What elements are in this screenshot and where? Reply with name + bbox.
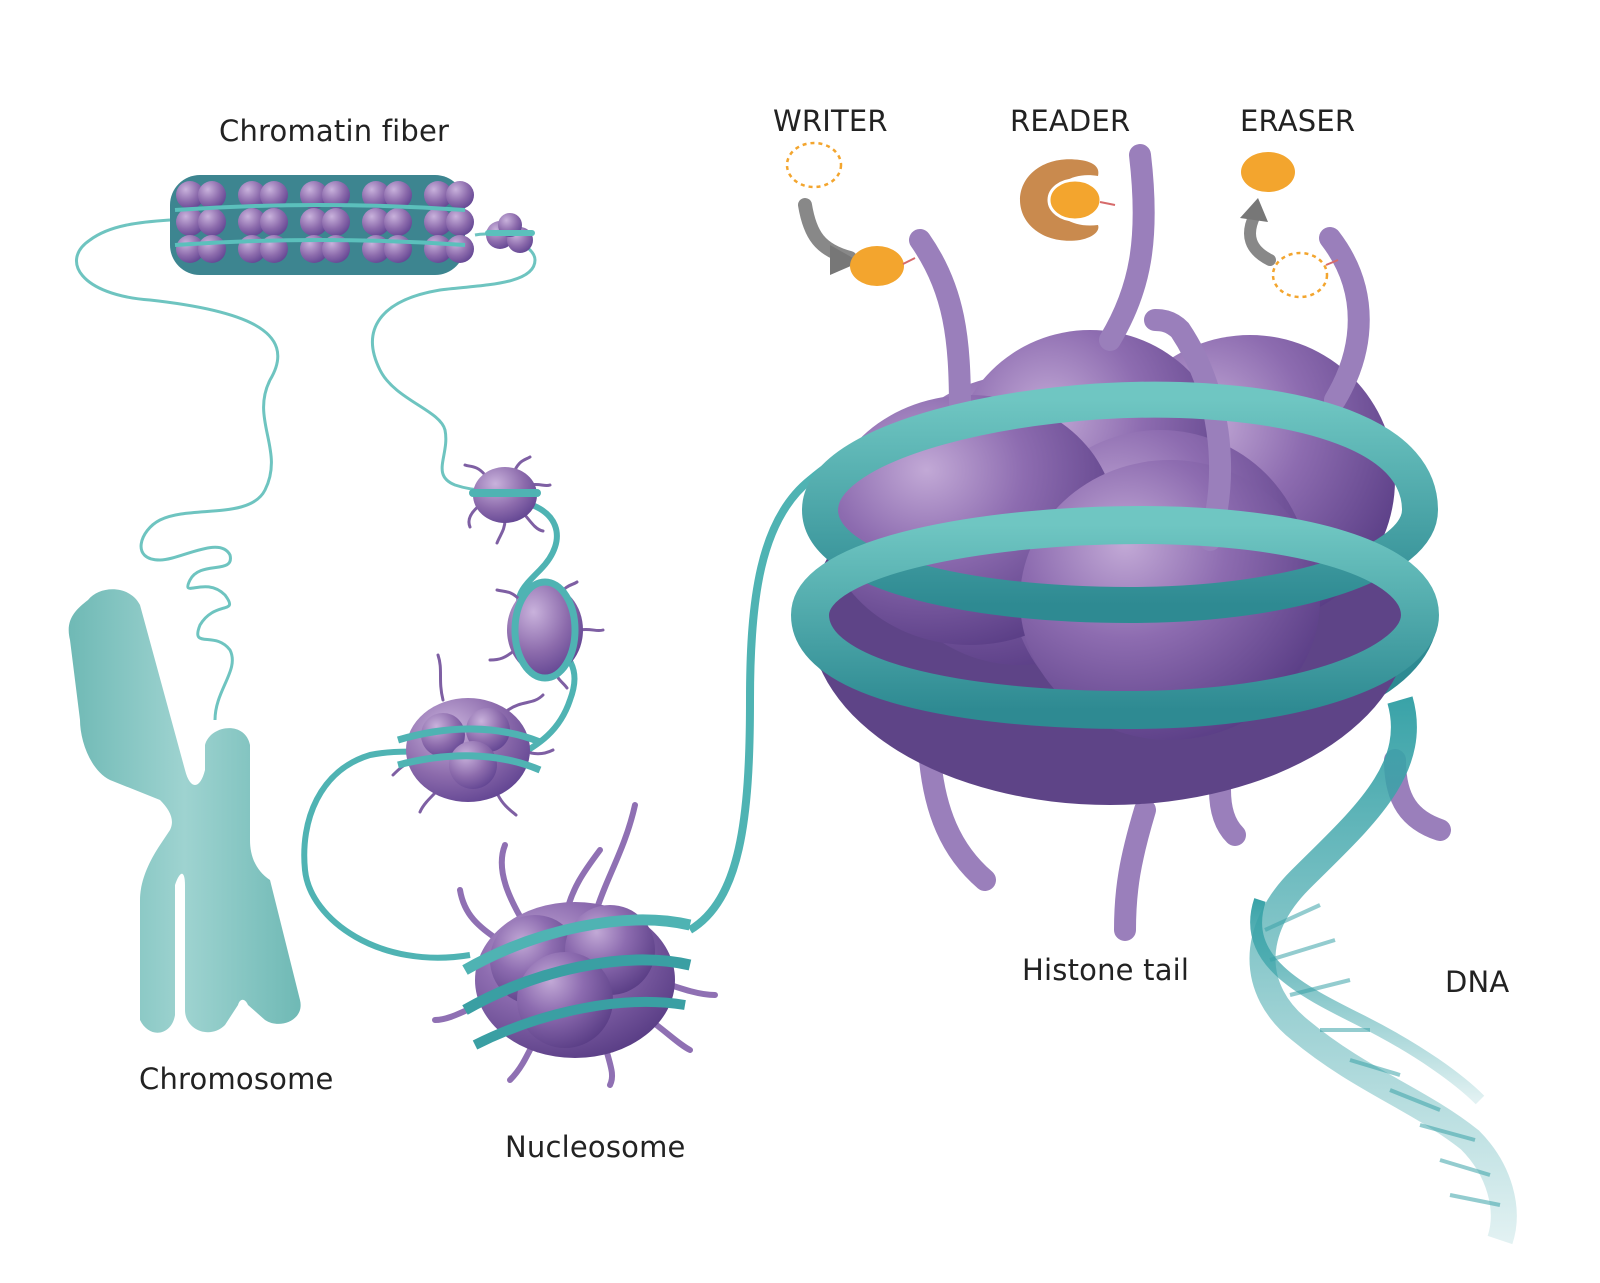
large-nucleosome — [790, 144, 1451, 941]
helix-rung — [1264, 903, 1321, 932]
fiber-histone — [238, 208, 266, 236]
fiber-histone — [322, 181, 350, 209]
fiber-histone — [300, 181, 328, 209]
histone-tail-label: Histone tail — [1022, 953, 1190, 987]
fiber-histone — [300, 208, 328, 236]
chromatin-fiber-icon — [170, 175, 535, 275]
histone-tail-icon — [919, 749, 1451, 941]
fiber-histone — [176, 181, 204, 209]
fiber-histone — [176, 208, 204, 236]
reader-label: READER — [1010, 104, 1131, 138]
fiber-histone — [198, 181, 226, 209]
nucleosome-small-3 — [391, 653, 555, 817]
dna-helix-icon — [1249, 696, 1517, 1245]
writer-label: WRITER — [773, 104, 888, 138]
fiber-histone — [384, 181, 412, 209]
fiber-histone — [198, 208, 226, 236]
helix-rung — [1439, 1158, 1491, 1177]
fiber-histone — [322, 208, 350, 236]
fiber-histone — [260, 208, 288, 236]
helix-rung — [1389, 1088, 1441, 1112]
reader-protein-icon — [1020, 159, 1116, 241]
fiber-histone — [446, 181, 474, 209]
helix-rung — [1269, 938, 1336, 962]
dna-label: DNA — [1445, 965, 1510, 999]
fiber-histone — [424, 181, 452, 209]
fiber-histone — [198, 235, 226, 263]
fiber-histone — [238, 181, 266, 209]
eraser-mark-icon — [1240, 152, 1339, 299]
writer-mark-icon — [785, 141, 916, 286]
chromosome-icon — [68, 589, 301, 1033]
fiber-histone — [424, 208, 452, 236]
helix-rung — [1419, 1123, 1476, 1142]
eraser-label: ERASER — [1240, 104, 1356, 138]
nucleosome-small-2 — [488, 578, 605, 690]
helix-rung — [1449, 1193, 1501, 1207]
fiber-histone — [260, 181, 288, 209]
nucleosome-label: Nucleosome — [505, 1130, 686, 1164]
chromosome-label: Chromosome — [139, 1062, 334, 1096]
nucleosome-chain — [301, 436, 882, 961]
fiber-histone — [362, 181, 390, 209]
fiber-histone — [384, 208, 412, 236]
fiber-histone — [446, 208, 474, 236]
fiber-histone — [362, 208, 390, 236]
nucleosome-icon — [432, 802, 718, 1088]
nucleosome-small-1 — [463, 455, 552, 545]
dna-strand-left — [75, 218, 537, 721]
fiber-histone — [446, 235, 474, 263]
chromatin-fiber-label: Chromatin fiber — [219, 114, 450, 148]
helix-rung — [1289, 978, 1351, 997]
helix-rung — [1349, 1058, 1401, 1077]
